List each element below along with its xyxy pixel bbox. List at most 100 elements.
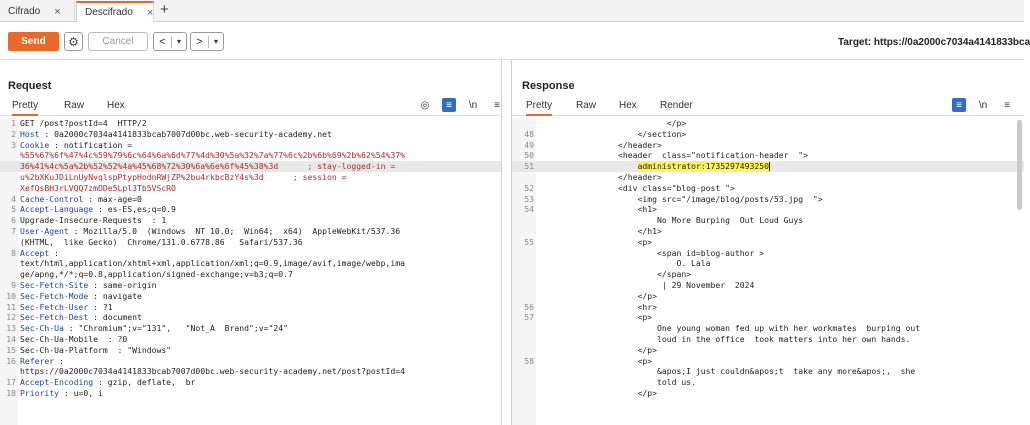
code-line[interactable]: No More Burping Out Loud Guys [512,215,1024,226]
tab-hex[interactable]: Hex [619,100,637,111]
code-line[interactable]: 58 <p> [512,356,1024,367]
tab-raw[interactable]: Raw [576,100,597,111]
code-line[interactable]: </p> [512,345,1024,356]
code-line[interactable]: </p> [512,118,1024,129]
code-line[interactable]: One young woman fed up with her workmate… [512,323,1024,334]
chevron-down-icon[interactable]: ▾ [176,37,181,46]
chevron-right-icon[interactable]: > [191,35,209,48]
line-text: One young woman fed up with her workmate… [540,323,920,334]
code-line[interactable]: </h1> [512,226,1024,237]
line-number: 55 [524,236,534,247]
gear-icon[interactable]: ⚙ [64,32,83,51]
code-line[interactable]: 49 </header> [512,140,1024,151]
code-line[interactable]: 56 <hr> [512,302,1024,313]
eye-off-icon[interactable]: ◎ [420,99,430,111]
newline-icon[interactable]: \n [978,99,988,111]
code-line[interactable]: 51 administrator:1735297493250 [512,161,1024,172]
code-line[interactable]: 53 <img src="/image/blog/posts/53.jpg "> [512,194,1024,205]
tab-hex[interactable]: Hex [107,100,125,111]
header-name: Host [20,128,40,139]
code-line[interactable]: | 29 November 2024 [512,280,1024,291]
line-number: 58 [524,355,534,366]
tab-pretty[interactable]: Pretty [12,100,39,116]
back-button[interactable]: < ▾ [153,32,187,51]
plus-icon[interactable]: + [160,1,169,18]
code-line[interactable]: &apos;I just couldn&apos;t take any more… [512,366,1024,377]
code-line[interactable]: O. Lala [512,258,1024,269]
line-content: Cookie : notification = [20,140,132,150]
response-editor[interactable]: </p>48 </section>49 </header>50 <header … [512,118,1024,425]
line-content: Sec-Ch-Ua : "Chromium";v="131", "Not_A B… [20,323,288,333]
code-line[interactable]: 54 <h1> [512,204,1024,215]
cancel-button[interactable]: Cancel [88,32,148,51]
code-line[interactable]: https://0a2000c7034a4141833bcab7007d00bc… [0,366,501,377]
code-line[interactable]: XefQsBH3rLVQQ7zmODe5Lpl3Tb5VScRO [0,183,501,194]
chevron-left-icon[interactable]: < [154,35,172,48]
code-line[interactable]: 50 <header class="notification-header "> [512,150,1024,161]
target-label[interactable]: Target: https://0a2000c7034a4141833bca [838,37,1030,48]
wrap-lines-icon[interactable]: ≡ [442,98,456,112]
wrap-lines-icon[interactable]: ≡ [952,98,966,112]
tab-raw[interactable]: Raw [64,100,85,111]
vertical-scrollbar[interactable] [1017,120,1022,210]
tab-descifrado[interactable]: Descifrado × [76,1,154,22]
line-text: <hr> [540,302,657,313]
line-content: GET /post?postId=4 HTTP/2 [20,118,147,128]
code-line[interactable]: </p> [512,388,1024,399]
code-line[interactable]: ge/apng,*/*;q=0.8,application/signed-exc… [0,269,501,280]
code-line[interactable]: <span id=blog-author > [512,248,1024,259]
line-text: </header> [540,140,662,151]
code-line[interactable]: 52 <div class="blog-post "> [512,183,1024,194]
line-content: loud in the office took matters into her… [540,333,911,344]
code-line[interactable]: 55 <p> [512,237,1024,248]
tab-pretty[interactable]: Pretty [526,100,553,116]
code-line[interactable]: </header> [512,172,1024,183]
code-line[interactable]: %55%67%6f%47%4c%59%79%6c%64%6a%6d%77%4d%… [0,150,501,161]
code-line[interactable]: told us. [512,377,1024,388]
forward-button[interactable]: > ▾ [190,32,224,51]
newline-icon[interactable]: \n [468,99,478,111]
line-text: </p> [540,388,657,399]
line-text: GET /post?postId=4 HTTP/2 [20,118,147,129]
selected-text[interactable]: administrator:1735297493250 [637,161,770,172]
send-button[interactable]: Send [8,32,59,51]
code-line[interactable]: loud in the office took matters into her… [512,334,1024,345]
code-line[interactable]: </p> [512,291,1024,302]
tab-render[interactable]: Render [660,100,693,111]
code-line[interactable]: </span> [512,269,1024,280]
line-text: Accept : [20,248,59,259]
code-line[interactable]: text/html,application/xhtml+xml,applicat… [0,258,501,269]
line-content: %55%67%6f%47%4c%59%79%6c%64%6a%6d%77%4d%… [20,150,405,161]
chevron-down-icon[interactable]: ▾ [213,37,218,46]
menu-icon[interactable]: ≡ [494,99,500,111]
menu-icon[interactable]: ≡ [1004,99,1010,111]
code-line[interactable]: 57 <p> [512,312,1024,323]
code-line[interactable]: 48 </section> [512,129,1024,140]
code-line[interactable]: 36%41%4c%5a%2b%52%52%4a%45%68%72%30%6a%6… [0,161,501,172]
close-icon[interactable]: × [54,5,61,18]
code-line[interactable]: u%2bXKuJDiLnUyNvqlspPtypHodnRWjZP%2bu4rk… [0,172,501,183]
line-content: <p> [540,312,653,323]
close-icon[interactable]: × [146,6,154,19]
tab-cifrado[interactable]: Cifrado × [0,1,75,22]
code-line[interactable]: (KHTML, like Gecko) Chrome/131.0.6778.86… [0,237,501,248]
